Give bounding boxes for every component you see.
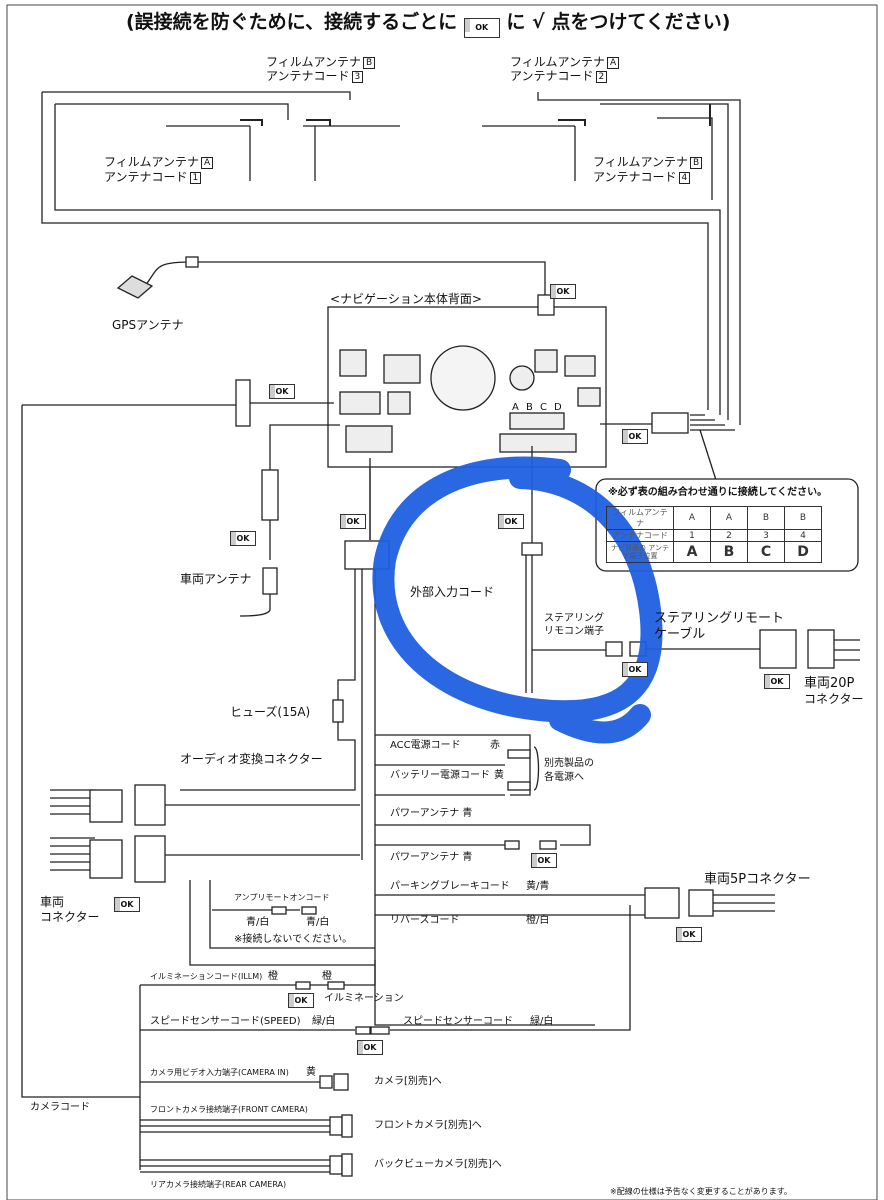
- ok-checkbox-power-antenna[interactable]: OK: [531, 853, 557, 868]
- page-title: (誤接続を防ぐために、接続するごとに OK に √ 点をつけてください): [126, 10, 731, 38]
- check-mark-icon: √: [532, 11, 545, 33]
- steering-cable-label-2: ケーブル: [654, 627, 706, 642]
- navi-back-label: <ナビゲーション本体背面>: [330, 292, 482, 306]
- callout-note: ※必ず表の組み合わせ通りに接続してください。: [608, 487, 828, 498]
- terminal-a: A: [512, 402, 519, 413]
- terminal-d: D: [554, 402, 562, 413]
- amp-color-2: 青/白: [306, 917, 330, 928]
- camera-code-label: カメラコード: [30, 1102, 90, 1113]
- conn20p-label-2: コネクター: [804, 692, 864, 706]
- conn20p-label-1: 車両20P: [804, 676, 855, 691]
- speed-right-color: 緑/白: [530, 1016, 554, 1027]
- ok-checkbox-left-loom[interactable]: OK: [269, 384, 295, 399]
- ok-checkbox-vehicle-connector[interactable]: OK: [114, 897, 140, 912]
- separate-power-label-2: 各電源へ: [544, 772, 584, 783]
- amp-remote-label: アンプリモートオンコード: [234, 893, 330, 902]
- conn5p-label: 車両5Pコネクター: [704, 872, 811, 887]
- illumination-label: イルミネーション: [324, 993, 404, 1004]
- ok-checkbox-external-input[interactable]: OK: [498, 514, 524, 529]
- reverse-label: リバースコード: [390, 915, 460, 926]
- ok-checkbox-illumination[interactable]: OK: [288, 993, 314, 1008]
- illm-color-2: 橙: [322, 971, 332, 982]
- ok-checkbox-fuse[interactable]: OK: [340, 514, 366, 529]
- acc-color: 赤: [490, 740, 500, 751]
- vehicle-antenna-label: 車両アンテナ: [180, 572, 252, 586]
- terminal-c: C: [540, 402, 547, 413]
- ok-checkbox-speed[interactable]: OK: [357, 1040, 383, 1055]
- separate-power-label-1: 別売製品の: [544, 758, 594, 769]
- battery-color: 黄: [494, 770, 504, 781]
- ok-checkbox-20p[interactable]: OK: [764, 674, 790, 689]
- battery-label: バッテリー電源コード: [390, 770, 490, 781]
- speed-label: スピードセンサーコード(SPEED): [150, 1016, 301, 1027]
- terminal-b: B: [526, 402, 533, 413]
- front-camera-label: フロントカメラ接続端子(FRONT CAMERA): [150, 1105, 308, 1114]
- fuse-label: ヒューズ(15A): [230, 705, 311, 719]
- power-antenna-label-2: パワーアンテナ 青: [390, 852, 473, 863]
- footnote: ※配線の仕様は予告なく変更することがあります。: [610, 1187, 792, 1196]
- power-antenna-label-1: パワーアンテナ 青: [390, 808, 473, 819]
- ok-checkbox-legend: OK: [463, 18, 500, 38]
- back-camera-separate-label: バックビューカメラ[別売]へ: [374, 1159, 502, 1170]
- front-camera-separate-label: フロントカメラ[別売]へ: [374, 1120, 482, 1131]
- parking-color: 黄/青: [526, 881, 550, 892]
- vehicle-connector-label-1: 車両: [40, 895, 65, 909]
- title-left: (誤接続を防ぐために、接続するごとに: [126, 11, 458, 33]
- amp-color-1: 青/白: [246, 917, 270, 928]
- acc-label: ACC電源コード: [390, 740, 461, 751]
- steering-cable-label-1: ステアリングリモート: [654, 611, 785, 626]
- ok-checkbox-steering[interactable]: OK: [622, 662, 648, 677]
- title-mid: に: [506, 11, 526, 33]
- ok-checkbox-gps[interactable]: OK: [550, 284, 576, 299]
- table-row-label-code: アンテナコード: [606, 529, 674, 542]
- vehicle-connector-label-2: コネクター: [40, 910, 100, 924]
- speed-color: 緑/白: [312, 1016, 336, 1027]
- camera-separate-label: カメラ[別売]へ: [374, 1076, 442, 1087]
- illm-color-1: 橙: [268, 971, 278, 982]
- steering-terminal-label-1: ステアリング: [544, 613, 604, 624]
- gps-antenna-label: GPSアンテナ: [112, 318, 184, 332]
- audio-converter-label: オーディオ変換コネクター: [180, 752, 323, 766]
- table-row-label-film: フィルムアンテナ: [606, 506, 674, 530]
- ok-checkbox-antenna-bundle[interactable]: OK: [622, 429, 648, 444]
- parking-label: パーキングブレーキコード: [390, 881, 510, 892]
- camera-in-label: カメラ用ビデオ入力端子(CAMERA IN): [150, 1068, 289, 1077]
- illm-label: イルミネーションコード(ILLM): [150, 972, 263, 981]
- camera-in-color: 黄: [306, 1067, 316, 1078]
- speed-right-label: スピードセンサーコード: [403, 1016, 513, 1027]
- ok-checkbox-vehicle-antenna[interactable]: OK: [230, 531, 256, 546]
- title-right: 点をつけてください): [551, 11, 731, 33]
- reverse-color: 橙/白: [526, 915, 550, 926]
- steering-terminal-label-2: リモコン端子: [544, 626, 604, 637]
- rear-camera-label: リアカメラ接続端子(REAR CAMERA): [150, 1180, 287, 1189]
- external-input-label: 外部入力コード: [410, 585, 495, 599]
- ok-checkbox-5p[interactable]: OK: [676, 927, 702, 942]
- table-row-label-position: ナビ背面の アンテナ端子位置: [606, 541, 674, 563]
- no-connect-note: ※接続しないでください。: [234, 934, 353, 945]
